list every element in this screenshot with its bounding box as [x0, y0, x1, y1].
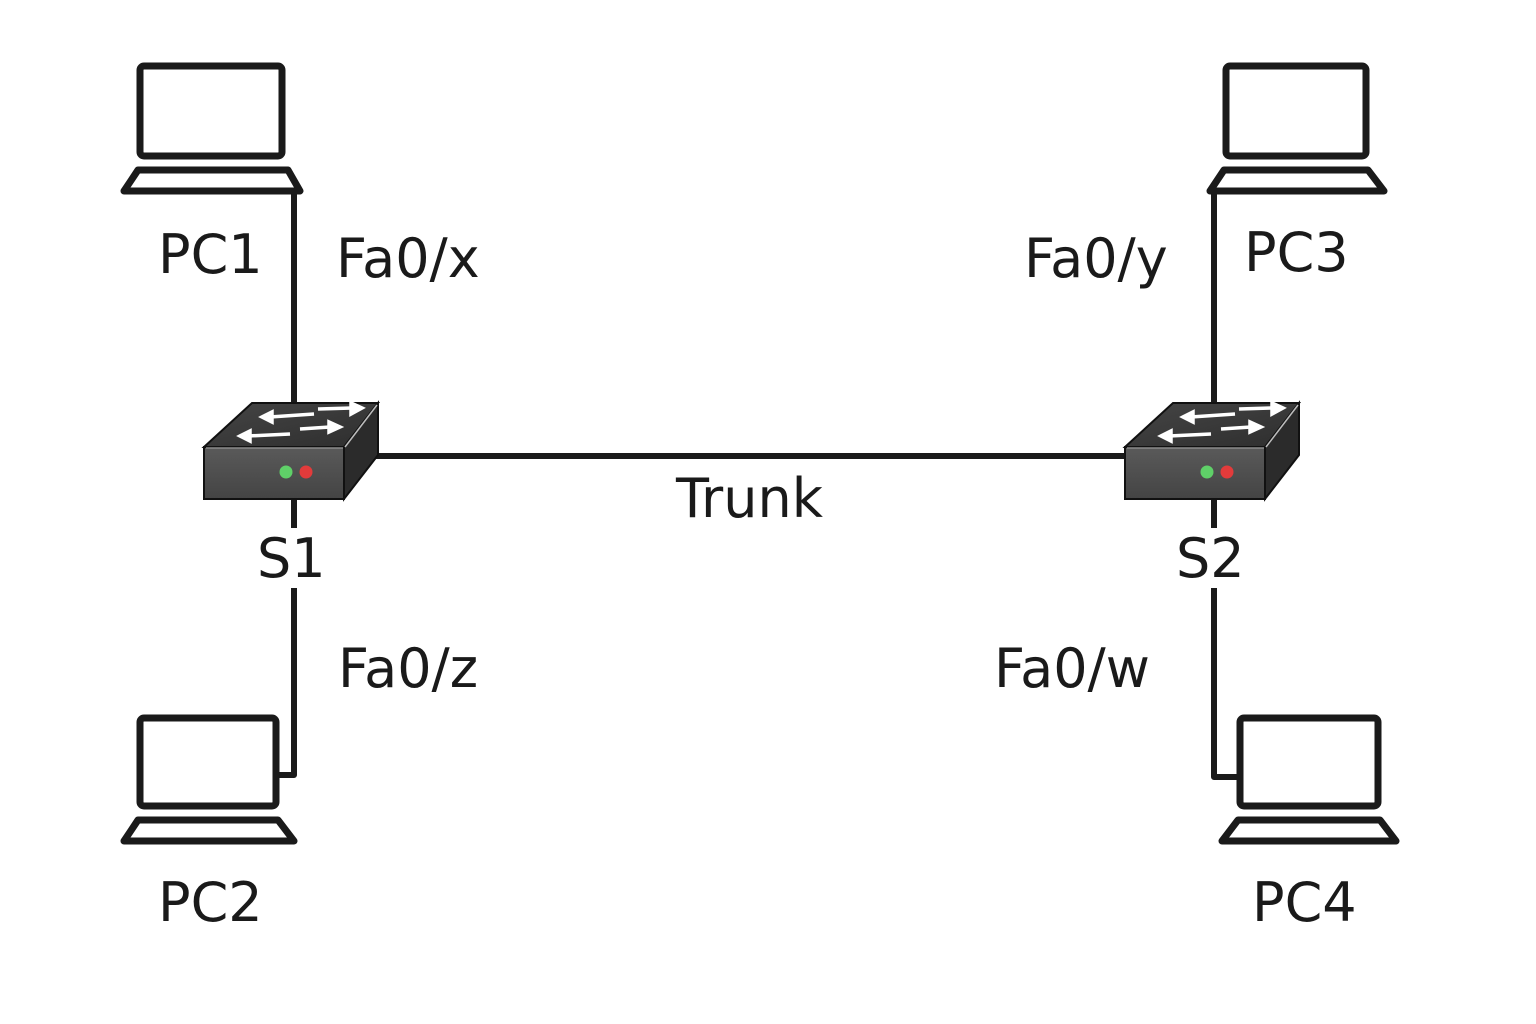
device-label-pc3: PC3	[1244, 221, 1349, 284]
device-label-s2: S2	[1176, 527, 1245, 590]
laptop-icon[interactable]	[120, 62, 304, 195]
switch-arrows-icon	[1157, 400, 1287, 444]
status-led-red	[299, 465, 313, 479]
device-label-pc4: PC4	[1252, 871, 1357, 934]
laptop-icon[interactable]	[1206, 62, 1388, 195]
laptop-icon[interactable]	[120, 714, 298, 845]
switch-arrows-icon	[236, 400, 366, 444]
switch-icon[interactable]	[1122, 400, 1302, 502]
status-led-red	[1220, 465, 1234, 479]
link-pc4-s2	[1211, 495, 1240, 780]
port-label-fa0-z: Fa0/z	[338, 637, 479, 700]
port-label-fa0-y: Fa0/y	[1024, 227, 1168, 290]
status-led-green	[279, 465, 293, 479]
device-label-pc2: PC2	[158, 871, 263, 934]
device-label-pc1: PC1	[158, 223, 263, 286]
link-label-trunk: Trunk	[676, 467, 823, 530]
laptop-icon[interactable]	[1218, 714, 1400, 845]
status-led-green	[1200, 465, 1214, 479]
device-label-s1: S1	[257, 527, 326, 590]
port-label-fa0-x: Fa0/x	[336, 227, 480, 290]
switch-icon[interactable]	[201, 400, 381, 502]
link-pc2-s1	[276, 495, 297, 778]
port-label-fa0-w: Fa0/w	[994, 637, 1150, 700]
